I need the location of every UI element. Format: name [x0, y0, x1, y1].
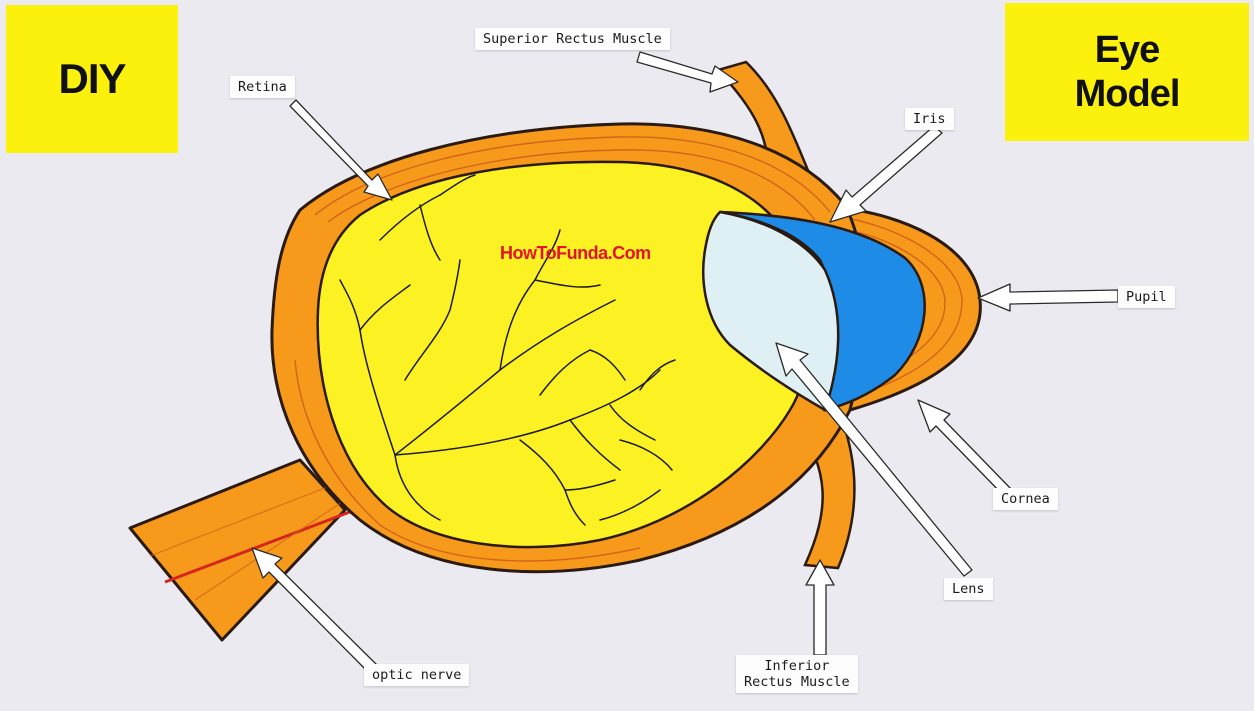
label-lens: Lens [944, 578, 993, 600]
iris-arrow [830, 126, 942, 222]
label-inferior-line2: Rectus Muscle [744, 674, 850, 690]
label-inferior-rectus-muscle: Inferior Rectus Muscle [736, 655, 858, 693]
optic-nerve-arrow [252, 548, 380, 676]
label-optic-nerve: optic nerve [364, 664, 469, 686]
label-inferior-line1: Inferior [744, 658, 850, 674]
eye-model-badge-line2: Model [1075, 72, 1180, 116]
diy-badge-text: DIY [58, 55, 125, 103]
eye-model-badge-line1: Eye [1095, 28, 1160, 72]
diy-badge: DIY [6, 5, 178, 153]
label-retina: Retina [230, 76, 295, 98]
watermark-text: HowToFunda.Com [500, 243, 651, 264]
label-cornea: Cornea [993, 488, 1058, 510]
label-iris: Iris [905, 108, 954, 130]
pupil-arrow [978, 284, 1118, 311]
inferior-rectus-arrow [806, 560, 834, 655]
label-superior-rectus-muscle: Superior Rectus Muscle [475, 28, 670, 50]
superior-rectus-arrow [637, 52, 738, 92]
eye-model-badge: Eye Model [1005, 3, 1249, 141]
cornea-arrow [918, 400, 1012, 496]
label-pupil: Pupil [1118, 286, 1175, 308]
